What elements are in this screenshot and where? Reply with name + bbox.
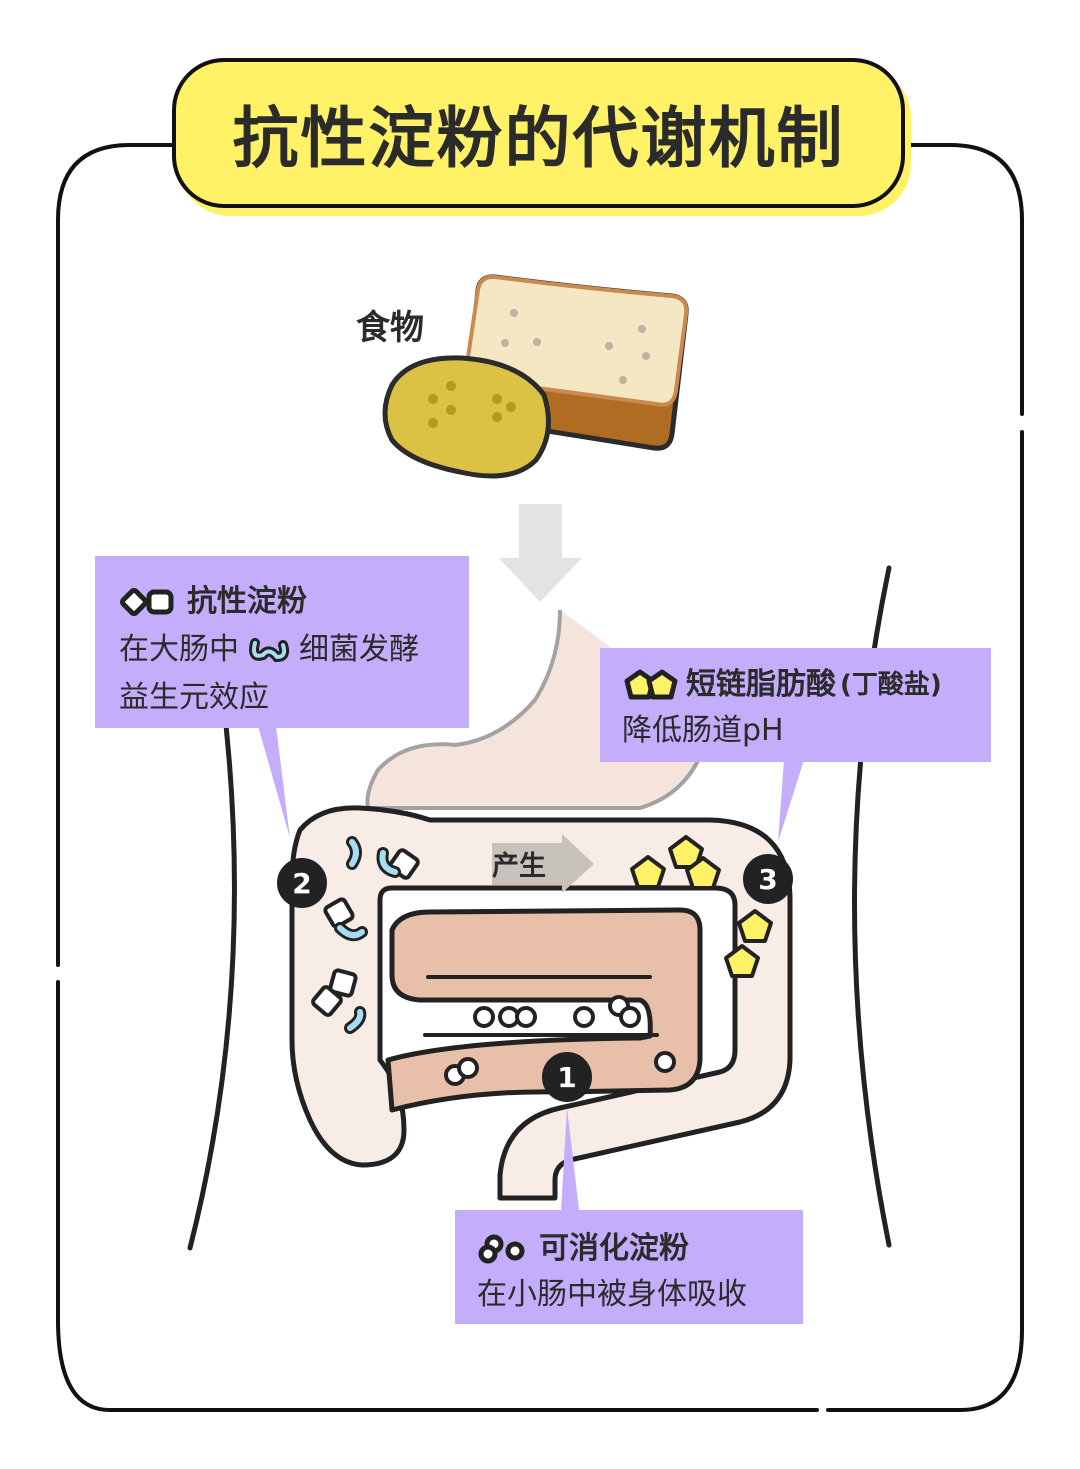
callout-heading: 可消化淀粉 <box>539 1231 689 1266</box>
callout-text: 降低肠道pH <box>622 713 784 748</box>
callout-scfa: 短链脂肪酸 (丁酸盐) 降低肠道pH <box>600 648 991 762</box>
bacteria-icon <box>249 638 290 663</box>
scfa-particles <box>630 835 773 978</box>
arrow-down-icon <box>499 504 582 602</box>
callout-heading: 短链脂肪酸 <box>686 667 836 702</box>
callout-digestible-starch: 可消化淀粉 在小肠中被身体吸收 <box>455 1210 803 1324</box>
bacteria-particles <box>334 836 401 1034</box>
digestible-starch-icon <box>478 1234 525 1264</box>
step-badge-3: 3 <box>743 854 793 904</box>
produce-label: 产生 <box>492 851 546 882</box>
scfa-pentagon-icon <box>624 669 678 700</box>
digestible-starch-particles <box>444 995 676 1086</box>
title-banner: 抗性淀粉的代谢机制 <box>172 58 905 208</box>
step-badge-1: 1 <box>542 1052 592 1102</box>
outer-frame <box>56 143 1024 1412</box>
body-outline-left <box>187 687 237 1251</box>
step-badge-2: 2 <box>277 858 327 908</box>
produce-arrow <box>492 834 594 893</box>
callout-resistant-starch: 抗性淀粉 在大肠中 细菌发酵 益生元效应 <box>95 556 469 728</box>
callout-text: 益生元效应 <box>119 680 269 715</box>
callout-heading-note: (丁酸盐) <box>840 670 942 700</box>
large-intestine <box>289 805 793 1201</box>
page-title: 抗性淀粉的代谢机制 <box>232 100 845 177</box>
callout-heading: 抗性淀粉 <box>187 584 307 619</box>
callout-text: 细菌发酵 <box>299 632 419 667</box>
callout-pointer-digestible <box>561 1108 579 1210</box>
potato-icon <box>382 355 551 479</box>
callout-text: 在小肠中被身体吸收 <box>477 1277 747 1312</box>
food-label: 食物 <box>356 308 424 348</box>
resistant-starch-icon <box>120 588 174 616</box>
callout-text: 在大肠中 <box>119 632 239 667</box>
callout-pointer-resistant <box>258 726 290 838</box>
callout-pointer-scfa <box>778 760 804 842</box>
